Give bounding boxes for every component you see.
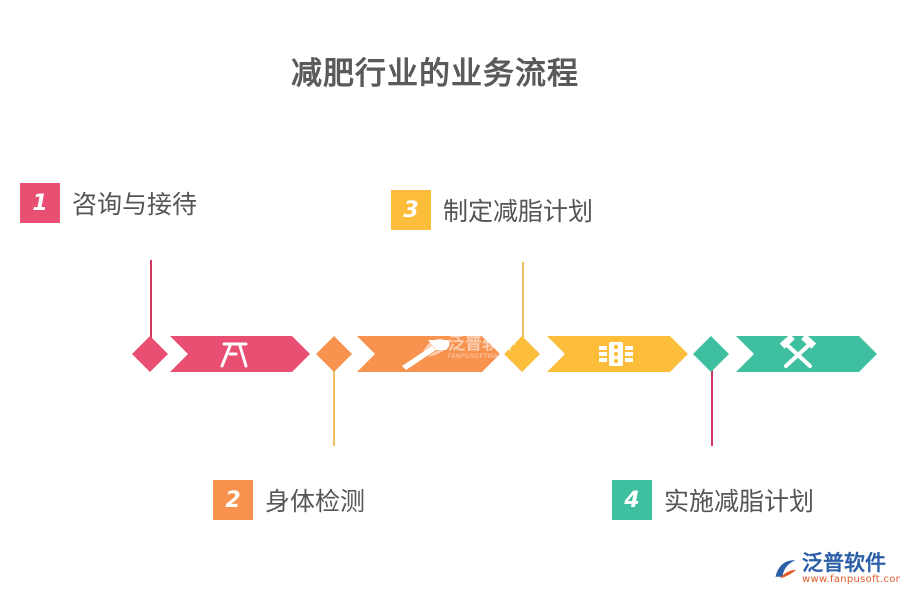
step-1-diamond [132, 336, 168, 372]
diagram-title: 减肥行业的业务流程 [291, 56, 579, 92]
step-2-label: 2 身体检测 [213, 480, 365, 520]
step-3-label: 3 制定减脂计划 [391, 190, 593, 230]
step-4-diamond [693, 336, 729, 372]
brand-logo: 泛普软件 www.fanpusoft.com [772, 552, 900, 586]
step-3-diamond [504, 336, 540, 372]
crossed-hammers-icon [779, 334, 817, 368]
step-2-diamond [316, 336, 352, 372]
brand-name: 泛普软件 [802, 551, 886, 575]
step-2-text: 身体检测 [265, 487, 366, 516]
tools-icon [220, 342, 248, 368]
step-1-chevron [170, 336, 310, 372]
step-4-label: 4 实施减脂计划 [612, 480, 814, 520]
connector-line-2 [333, 368, 335, 446]
step-4-chevron [736, 336, 877, 372]
connector-line-3 [522, 262, 524, 338]
process-flow [132, 334, 877, 372]
step-1-number: 1 [20, 183, 60, 223]
connector-line-1 [150, 260, 152, 338]
step-4-number: 4 [612, 480, 652, 520]
step-3-number: 3 [391, 190, 431, 230]
traffic-light-icon [599, 342, 633, 366]
step-1-label: 1 咨询与接待 [20, 183, 197, 223]
step-3-text: 制定减脂计划 [443, 197, 594, 226]
step-1-text: 咨询与接待 [72, 190, 198, 219]
step-4-text: 实施减脂计划 [664, 487, 815, 516]
connector-line-4 [711, 368, 713, 446]
brand-logo-icon [775, 560, 797, 579]
step-2-number: 2 [213, 480, 253, 520]
brand-url: www.fanpusoft.com [802, 574, 900, 585]
